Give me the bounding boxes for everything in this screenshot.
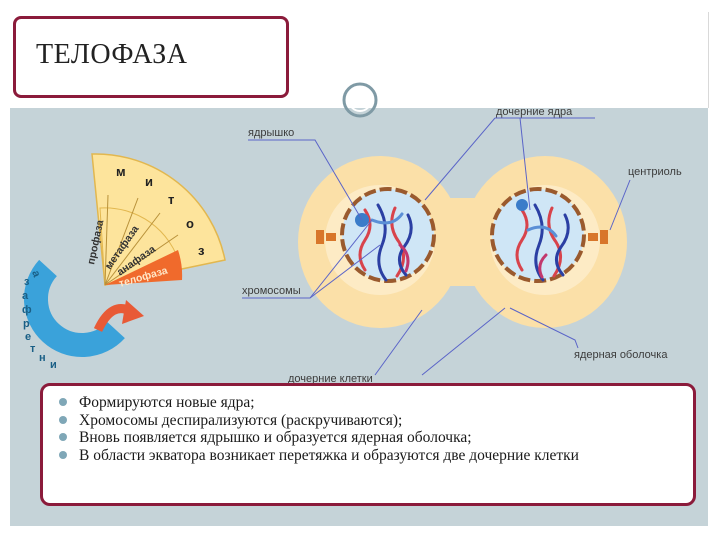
interphase-letter: т [30, 343, 36, 355]
interphase-arc [24, 259, 125, 357]
centriole-left-icon [316, 230, 336, 244]
label-chromosomes: хромосомы [242, 285, 301, 297]
bullet-text: Формируются новые ядра; [79, 394, 255, 411]
bullet-item: В области экватора возникает перетяжка и… [57, 447, 681, 465]
bullet-box: Формируются новые ядра; Хромосомы деспир… [40, 383, 696, 506]
label-nucleolus: ядрышко [248, 127, 294, 139]
interphase-letter: а [22, 290, 29, 302]
label-nuclear-envelope: ядерная оболочка [574, 349, 668, 361]
slide-title: ТЕЛОФАЗА [36, 39, 188, 70]
mitosis-letter: м [116, 164, 126, 179]
title-box: ТЕЛОФАЗА [13, 16, 289, 98]
interphase-letter: з [24, 276, 30, 288]
bullet-item: Хромосомы деспирализуются (раскручиваютс… [57, 412, 681, 430]
mitosis-letter: з [198, 243, 205, 258]
chromosomes-left [358, 203, 413, 282]
daughter-cells [298, 156, 627, 328]
chromosomes-right [515, 203, 570, 282]
mitosis-letter: и [145, 174, 153, 189]
interphase-letter: р [23, 318, 30, 330]
nucleolus-right [516, 199, 528, 211]
centriole-right-icon [588, 230, 608, 244]
interphase-letter: а [29, 269, 43, 280]
bullet-dot-icon [59, 398, 67, 406]
mitosis-letter: о [186, 216, 194, 231]
bullet-dot-icon [59, 415, 67, 424]
bullet-text: В области экватора возникает перетяжка и… [79, 446, 579, 464]
label-centriole: центриоль [628, 166, 682, 178]
bullet-text: Хромосомы деспирализуются (раскручиваютс… [79, 411, 403, 429]
ring-ornament-icon [342, 82, 378, 118]
cell-cycle-wheel: м и т о з профаза метафаза анафаза телоф… [22, 153, 226, 371]
bullet-list: Формируются новые ядра; Хромосомы деспир… [43, 386, 693, 464]
interphase-letter: н [39, 352, 46, 364]
bullet-dot-icon [59, 433, 67, 441]
label-daughter-cells: дочерние клетки [288, 373, 373, 385]
bullet-text: Вновь появляется ядрышко и образуется яд… [79, 429, 472, 446]
daughter-nucleus-left [340, 187, 436, 283]
interphase-letter: е [25, 331, 31, 343]
label-daughter-nuclei: дочерние ядра [496, 106, 573, 118]
cycle-arrow-icon [93, 300, 144, 333]
interphase-letter: и [50, 359, 57, 371]
mitosis-letter: т [168, 192, 174, 207]
bullet-item: Вновь появляется ядрышко и образуется яд… [57, 429, 681, 447]
leader-lines [242, 117, 631, 376]
bullet-item: Формируются новые ядра; [57, 394, 681, 412]
telophase-diagram: м и т о з профаза метафаза анафаза телоф… [22, 82, 682, 385]
telophase-sector [105, 250, 183, 285]
bullet-dot-icon [59, 450, 67, 459]
interphase-letter: ф [22, 304, 32, 316]
